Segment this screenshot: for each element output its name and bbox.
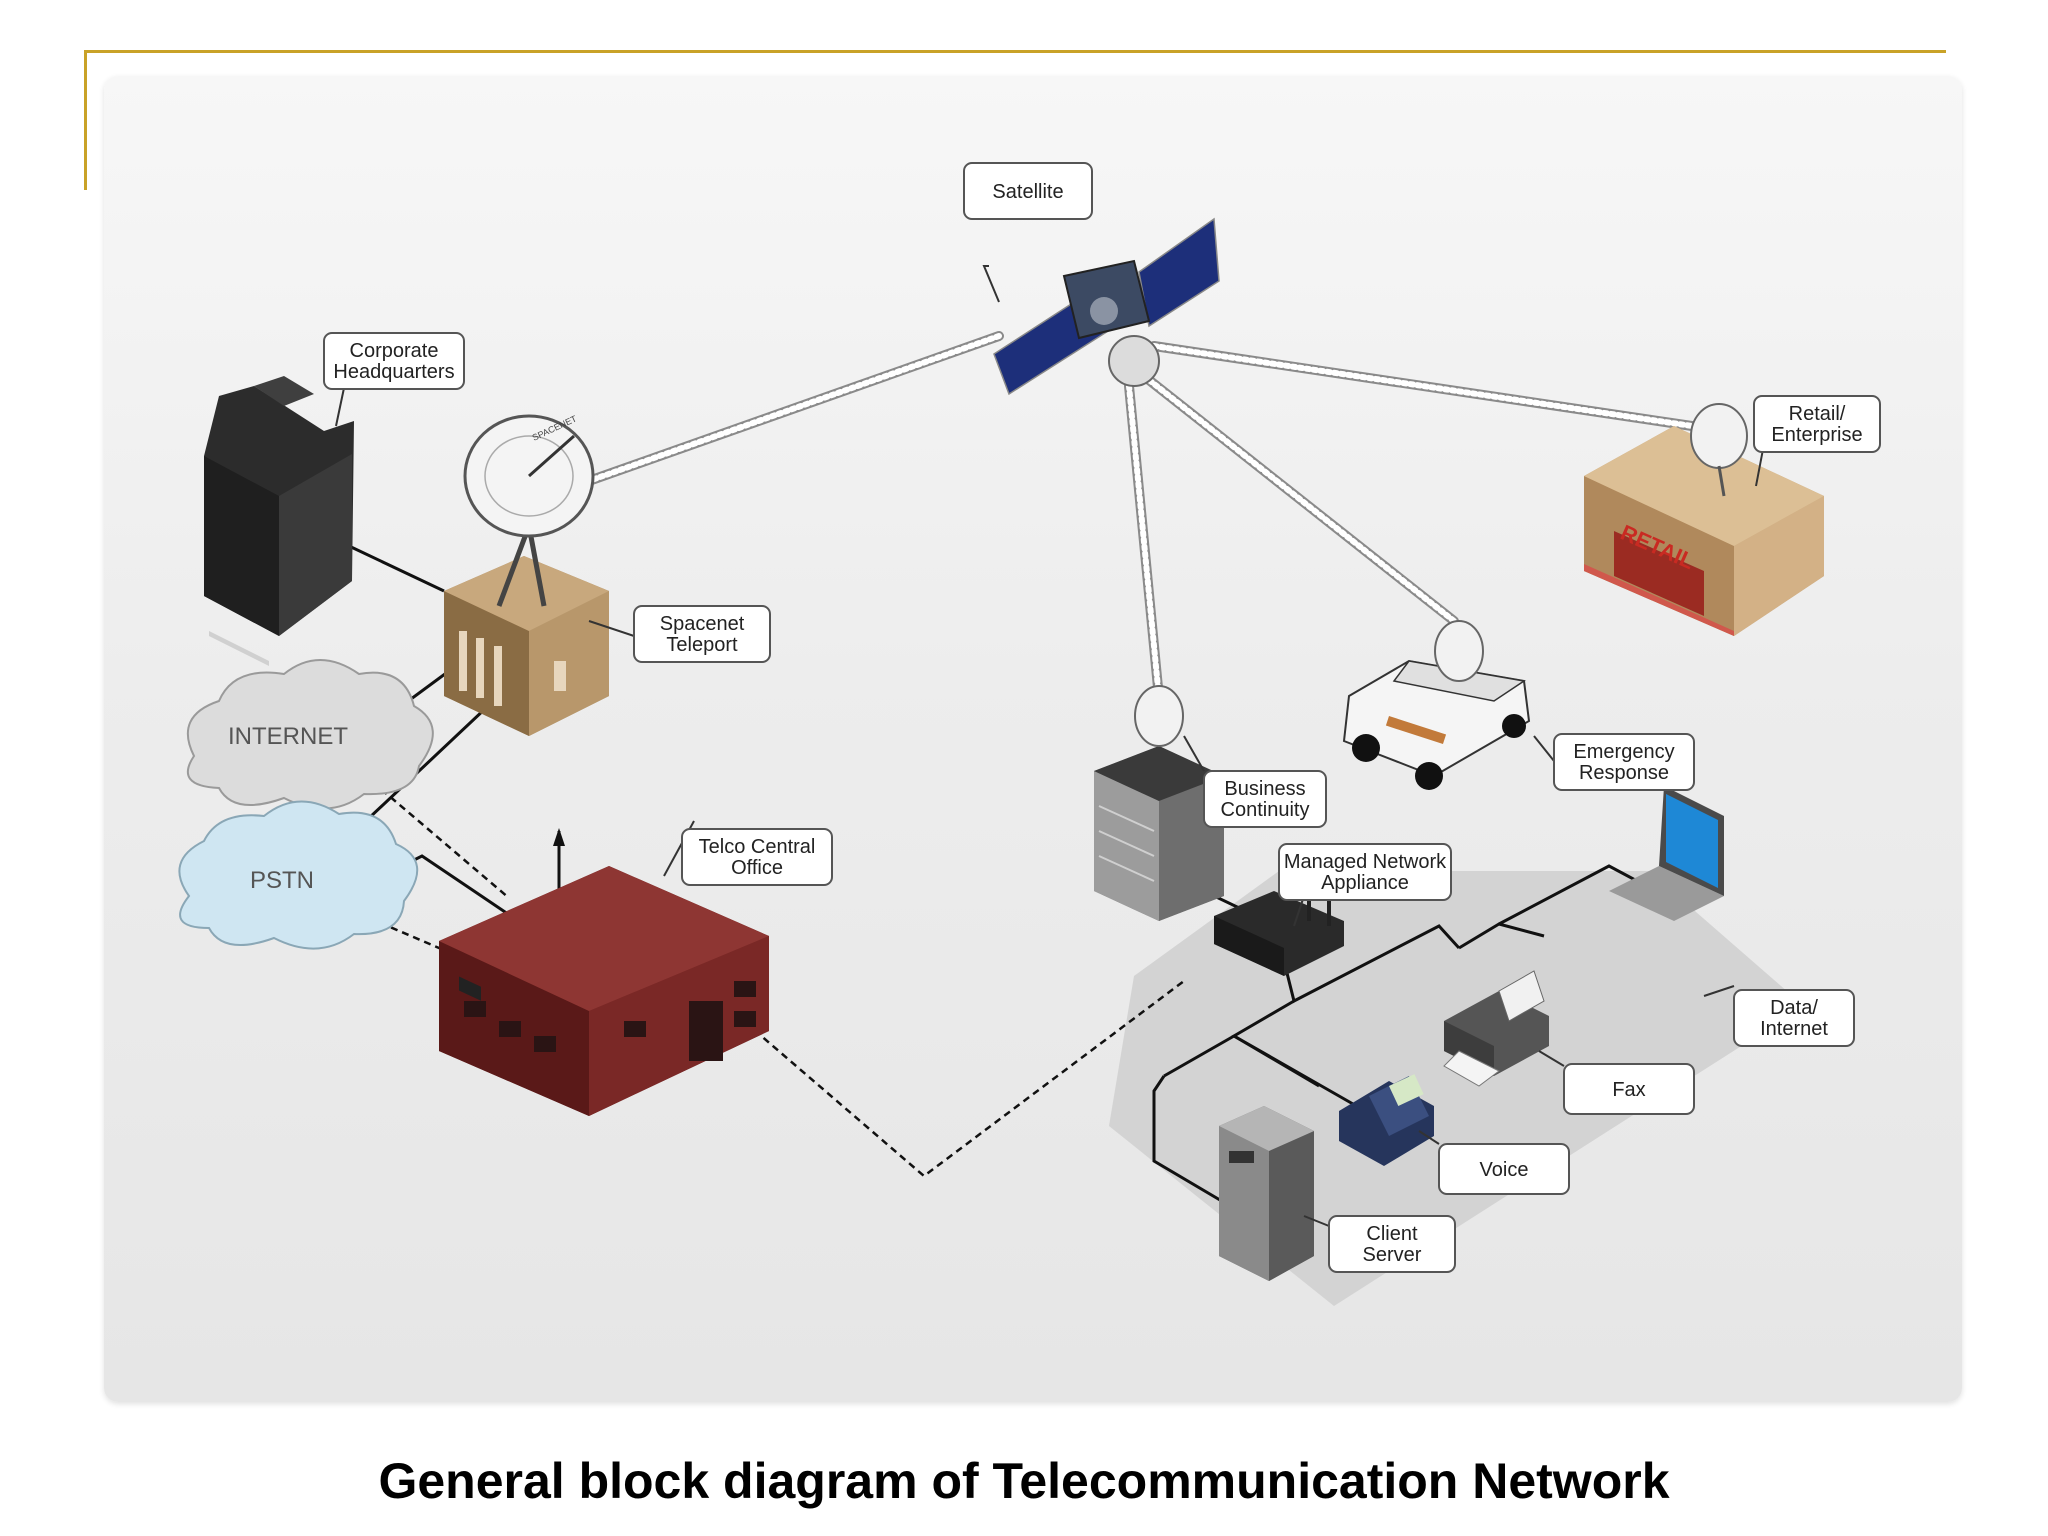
retail-enterprise-label-line1: Retail/ xyxy=(1789,403,1846,425)
teleport-building-icon xyxy=(444,556,609,736)
managed-appliance-label-line2: Appliance xyxy=(1321,872,1409,894)
satellite-icon xyxy=(993,217,1220,396)
accent-rule-left xyxy=(84,50,87,190)
fax-machine-icon xyxy=(1443,970,1549,1087)
retail-store-icon: RETAIL xyxy=(1584,403,1824,636)
link-satellite-business xyxy=(1124,381,1164,703)
emergency-response-label-line2: Response xyxy=(1579,762,1669,784)
retail-enterprise-label-line2: Enterprise xyxy=(1771,424,1862,446)
telco-building-icon xyxy=(439,828,769,1116)
business-continuity-label-line1: Business xyxy=(1224,778,1305,800)
internet-cloud-label: INTERNET xyxy=(228,723,348,750)
telco-office-label-line2: Office xyxy=(731,857,783,879)
label-satellite: Satellite xyxy=(963,162,1093,303)
label-retail-enterprise: Retail/ Enterprise xyxy=(1753,395,1881,487)
label-business-continuity: Business Continuity xyxy=(1183,735,1327,828)
accent-rule-top xyxy=(84,50,1946,53)
label-emergency-response: Emergency Response xyxy=(1533,733,1695,791)
client-server-label-line1: Client xyxy=(1366,1223,1418,1245)
server-tower-icon xyxy=(1219,1106,1314,1281)
satellite-links xyxy=(564,331,1724,703)
pstn-cloud: PSTN xyxy=(178,800,419,950)
business-continuity-label-line2: Continuity xyxy=(1221,799,1310,821)
satellite-label: Satellite xyxy=(992,181,1063,203)
label-corporate-hq: Corporate Headquarters xyxy=(323,332,465,427)
laptop-icon xyxy=(1609,786,1724,921)
office-tower-icon xyxy=(204,376,354,666)
label-voice: Voice xyxy=(1418,1130,1570,1195)
label-client-server: Client Server xyxy=(1303,1215,1456,1273)
label-fax: Fax xyxy=(1538,1050,1695,1115)
voice-label: Voice xyxy=(1480,1159,1529,1181)
telco-office-label-line1: Telco Central xyxy=(699,836,816,858)
corporate-hq-label-line1: Corporate xyxy=(350,340,439,362)
emergency-response-label-line1: Emergency xyxy=(1573,741,1674,763)
figure-caption: General block diagram of Telecommunicati… xyxy=(378,1453,1670,1509)
dish-antenna-icon: SPACENET xyxy=(463,413,595,607)
diagram-panel: INTERNET PSTN xyxy=(104,76,1962,1402)
label-data-internet: Data/ Internet xyxy=(1703,985,1855,1047)
label-spacenet-teleport: Spacenet Teleport xyxy=(588,605,771,663)
link-satellite-retail xyxy=(1149,341,1724,435)
network-diagram: INTERNET PSTN xyxy=(178,162,1881,1306)
data-internet-label-line1: Data/ xyxy=(1770,997,1818,1019)
client-server-label-line2: Server xyxy=(1363,1244,1422,1266)
link-satellite-teleport xyxy=(564,331,1004,493)
link-satellite-emergency xyxy=(1139,371,1459,626)
pstn-cloud-label: PSTN xyxy=(250,867,314,894)
corporate-hq-label-line2: Headquarters xyxy=(333,361,454,383)
emergency-vehicle-icon xyxy=(1342,620,1531,790)
internet-cloud: INTERNET xyxy=(186,659,434,810)
spacenet-teleport-label-line2: Teleport xyxy=(666,634,738,656)
label-telco-central-office: Telco Central Office xyxy=(663,820,833,886)
router-icon xyxy=(1214,881,1344,976)
label-managed-network-appliance: Managed Network Appliance xyxy=(1278,843,1452,927)
data-internet-label-line2: Internet xyxy=(1760,1018,1828,1040)
fax-label: Fax xyxy=(1612,1079,1645,1101)
spacenet-teleport-label-line1: Spacenet xyxy=(660,613,745,635)
managed-appliance-label-line1: Managed Network xyxy=(1284,851,1447,873)
lan-floor xyxy=(1109,871,1804,1306)
phone-icon xyxy=(1339,1074,1434,1166)
